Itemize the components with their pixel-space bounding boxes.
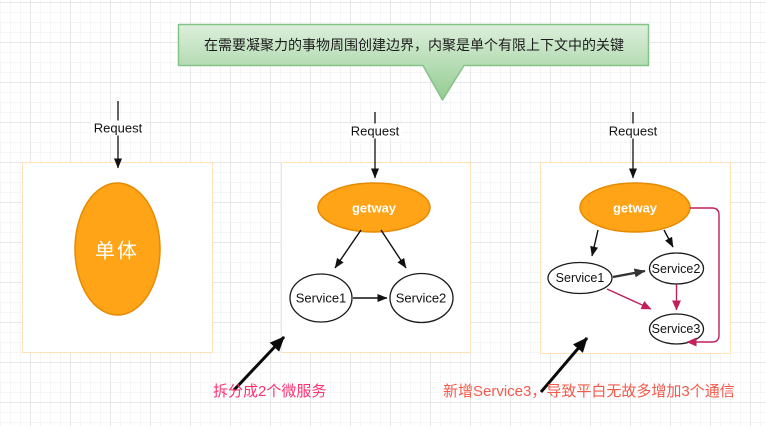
monolith-label: 单体 xyxy=(95,240,139,263)
request-label-three-services[interactable]: Request xyxy=(605,123,661,139)
edge-gateway-service3-pink-loop[interactable] xyxy=(686,207,720,347)
callout-bubble[interactable] xyxy=(177,23,650,101)
gateway-node-two-services[interactable] xyxy=(317,182,431,233)
annotation-arrow-split[interactable] xyxy=(232,335,286,392)
request-label-monolith[interactable]: Request xyxy=(90,120,146,136)
service1-node-mid[interactable] xyxy=(289,273,353,323)
gateway-label-two-services: getway xyxy=(351,200,397,216)
service1-label-right: Service1 xyxy=(555,271,605,285)
edge-gateway-service2[interactable] xyxy=(380,229,407,269)
service2-node-mid[interactable] xyxy=(389,272,454,324)
request-label-two-services[interactable]: Request xyxy=(347,123,403,139)
monolith-node[interactable] xyxy=(74,182,161,316)
annotation-add-service3-text[interactable]: 新增Service3，导致平白无故多增加3个通信 xyxy=(443,383,735,400)
annotation-arrow-add-service3[interactable] xyxy=(539,337,589,393)
gateway-label-three-services: getway xyxy=(612,200,658,216)
service2-label-mid: Service2 xyxy=(395,290,447,306)
edge-gateway-service2-right[interactable] xyxy=(663,229,674,248)
edge-gateway-service1[interactable] xyxy=(334,229,362,269)
service3-node-right[interactable] xyxy=(648,313,705,345)
service2-node-right[interactable] xyxy=(648,252,705,285)
callout-text: 在需要凝聚力的事物周围创建边界，内聚是单个有限上下文中的关键 xyxy=(204,37,624,53)
edge-service1-service3-pink[interactable] xyxy=(606,288,652,310)
edge-service1-service2-right[interactable] xyxy=(612,268,646,279)
edge-gateway-service1-right[interactable] xyxy=(590,229,599,257)
service1-node-right[interactable] xyxy=(547,261,613,295)
annotation-split-text[interactable]: 拆分成2个微服务 xyxy=(213,383,327,400)
service1-label-mid: Service1 xyxy=(295,290,347,306)
service3-label-right: Service3 xyxy=(651,322,701,336)
service2-label-right: Service2 xyxy=(651,262,701,276)
